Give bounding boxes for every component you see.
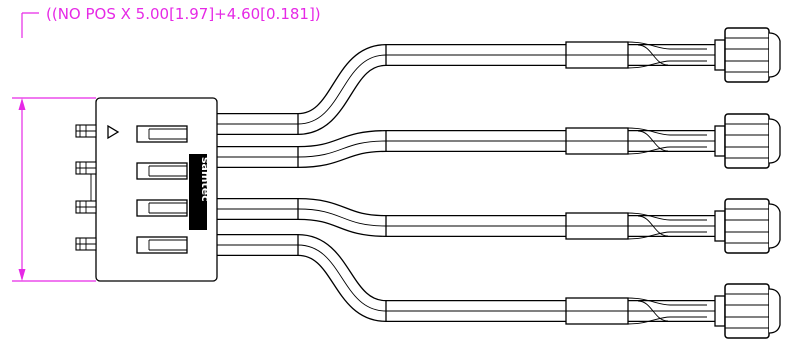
contact-pin (75, 124, 97, 138)
crimp-taper-bottom (627, 60, 707, 69)
contact-pin (75, 200, 97, 214)
sma-coupling-nut (724, 283, 770, 339)
sma-coupling-nut (724, 113, 770, 169)
polarization-mark (107, 124, 120, 140)
cable-centerline (217, 208, 715, 227)
cable-jacket (217, 131, 715, 167)
cable-3 (217, 198, 715, 240)
connector-housing: samtec (75, 97, 218, 282)
contact-pin (75, 161, 97, 175)
sma-coupling-nut (724, 198, 770, 254)
dimension-annotation: ((NO POS X 5.00[1.97]+4.60[0.181]) (12, 5, 321, 282)
crimp-taper-bottom (627, 231, 707, 240)
cable-jacket-outline (217, 44, 715, 135)
housing-body (95, 97, 218, 282)
crimp-taper-top (627, 297, 707, 306)
sma-tip (768, 288, 781, 334)
housing-slot (136, 125, 188, 143)
sma-connector (714, 113, 781, 169)
crimp-taper-top (627, 212, 707, 221)
sma-body (714, 125, 726, 157)
logo-text: samtec (199, 157, 212, 202)
housing-slot (136, 162, 188, 180)
crimp-taper-bottom (627, 316, 707, 325)
housing-slot (136, 199, 188, 217)
dimension-arrow-bottom (18, 269, 26, 281)
crimp-taper-top (627, 41, 707, 50)
sma-connector (714, 27, 781, 83)
sma-tip (768, 203, 781, 249)
pin-jumper (86, 173, 92, 202)
cable-centerline (217, 54, 715, 125)
crimp-taper-bottom (627, 146, 707, 155)
cable-1 (217, 41, 715, 135)
housing-slots (136, 125, 188, 254)
cables (217, 41, 715, 325)
sma-tip (768, 32, 781, 78)
sma-connector (714, 283, 781, 339)
sma-connector (714, 198, 781, 254)
cable-4 (217, 234, 715, 325)
sma-body (714, 39, 726, 71)
dimension-arrow-top (18, 98, 26, 110)
sma-body (714, 295, 726, 327)
sma-coupling-nut (724, 27, 770, 83)
contact-pins (75, 124, 97, 251)
cable-centerline (217, 140, 715, 158)
dimension-label: ((NO POS X 5.00[1.97]+4.60[0.181]) (46, 5, 321, 23)
cable-jacket (217, 199, 715, 236)
sma-tip (768, 118, 781, 164)
samtec-logo: samtec (189, 154, 212, 230)
sma-body (714, 210, 726, 242)
contact-pin (75, 237, 97, 251)
sma-connectors (714, 27, 781, 339)
housing-slot (136, 236, 188, 254)
crimp-taper-top (627, 127, 707, 136)
cable-2 (217, 127, 715, 168)
cable-centerline (217, 244, 715, 312)
